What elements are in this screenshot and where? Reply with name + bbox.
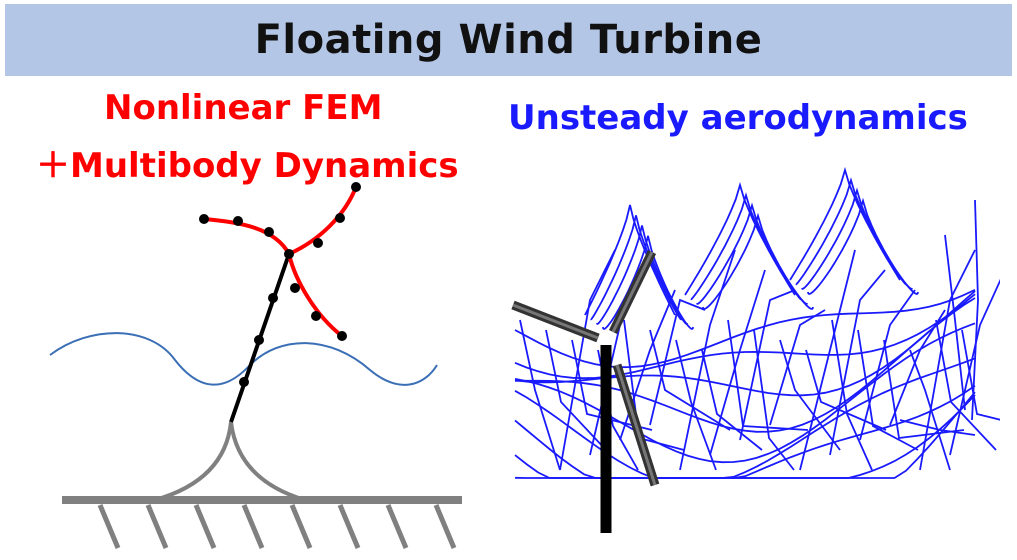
title-bar: Floating Wind Turbine [5, 4, 1012, 76]
wake-mesh [514, 166, 1000, 479]
fem-label-line1: Nonlinear FEM [104, 88, 383, 128]
wake-filament [779, 339, 841, 451]
wake-filament [514, 290, 976, 397]
wake-filament [961, 329, 1000, 421]
tower-nodes [239, 293, 278, 387]
seabed-hatching [97, 504, 457, 549]
wake-filament [949, 278, 1000, 456]
wake-filament [889, 309, 946, 426]
fem-label-line2: ＋Multibody Dynamics [36, 146, 459, 186]
wake-filament [883, 339, 965, 440]
wake-filament [514, 357, 976, 479]
wake-filament [602, 235, 694, 330]
fem-blade-3 [287, 253, 344, 338]
wake-filament [596, 225, 688, 325]
wake-filament [545, 329, 607, 451]
rotor-blade-upper-edge [611, 251, 654, 333]
blade-nodes [199, 182, 361, 341]
wake-filament [514, 391, 976, 479]
wake-filament [514, 322, 976, 464]
wake-filament [514, 385, 976, 479]
wake-filament [675, 339, 717, 471]
wake-filament [739, 289, 796, 441]
wake-filament [702, 212, 814, 310]
wake-filament [684, 181, 796, 296]
wake-filament [899, 419, 976, 436]
wake-filament [679, 249, 736, 471]
wake-filament [590, 215, 682, 321]
wake-filament [944, 234, 966, 411]
wake-filament [753, 329, 795, 471]
wake-filament [919, 249, 976, 471]
wake-filament [799, 249, 856, 471]
aero-wake-diagram [511, 166, 1000, 533]
wake-filament [769, 309, 826, 426]
wake-filament [571, 339, 653, 431]
wake-filament [789, 166, 901, 281]
wake-filament [829, 269, 886, 456]
fem-blade-1 [203, 217, 291, 256]
fem-turbine-diagram [49, 182, 462, 549]
wake-filament [519, 319, 561, 471]
wake-filament [831, 319, 873, 471]
wake-filament [857, 329, 919, 451]
wake-filament [559, 249, 616, 471]
page-title: Floating Wind Turbine [254, 17, 763, 63]
wake-filament [807, 197, 919, 295]
wake-filament [649, 298, 706, 426]
wake-filament [701, 349, 763, 451]
mooring-line-left [154, 421, 233, 502]
rotor-blade-left-edge [512, 303, 599, 340]
wake-filament [649, 329, 731, 431]
wake-filament [859, 289, 916, 441]
aero-label: Unsteady aerodynamics [508, 98, 968, 138]
mooring-line-right [229, 421, 306, 502]
wake-filament [971, 199, 979, 421]
fem-blade-2 [288, 186, 358, 256]
wake-filament [515, 297, 976, 433]
wake-filament [514, 293, 976, 380]
wake-filament [709, 269, 766, 456]
rotor-blade-lower-edge [615, 364, 657, 486]
